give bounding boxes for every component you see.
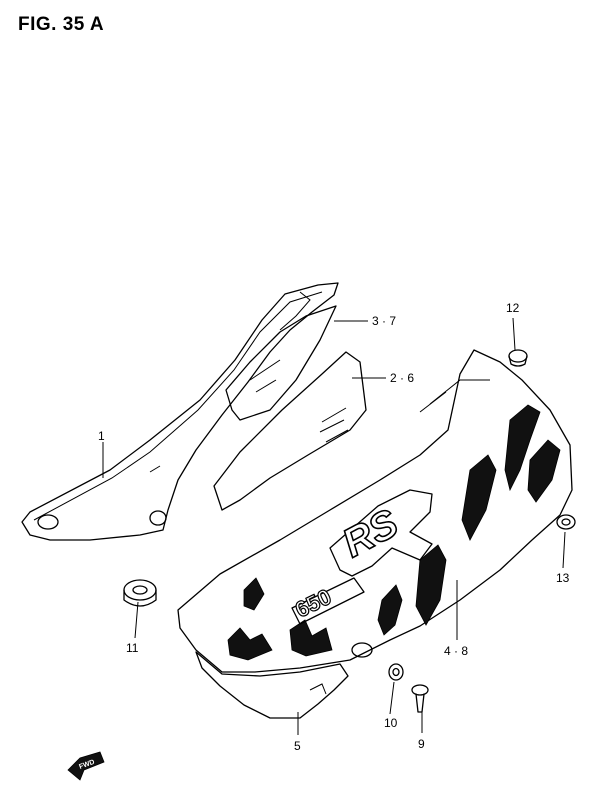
callout-12: 12 [506,301,520,315]
callout-2-6: 2 · 6 [390,371,414,385]
side-cover-part-4-8: RS 650 [177,349,573,673]
upper-panel-part-3-7 [225,305,337,421]
grommet-part-11 [123,579,157,607]
callout-13: 13 [556,571,570,585]
rs-logo-text: RS [336,501,406,566]
grommet-part-12 [508,349,528,367]
screw-part-9 [411,684,429,713]
callout-5: 5 [294,739,301,753]
grommet-part-13 [556,514,576,530]
washer-part-10 [388,663,404,681]
callout-4-8: 4 · 8 [444,644,468,658]
leader-lines [102,317,566,735]
frame-cover-part-1 [21,282,339,541]
middle-panel-part-2-6 [213,351,367,511]
callout-3-7: 3 · 7 [372,314,396,328]
callout-9: 9 [418,737,425,751]
lower-cover-part-5 [195,651,349,719]
forward-arrow-icon: FWD [67,751,105,781]
callout-11: 11 [126,641,139,655]
callout-1: 1 [98,429,105,443]
figure-title: FIG. 35 A [18,14,105,35]
callout-10: 10 [384,716,398,730]
